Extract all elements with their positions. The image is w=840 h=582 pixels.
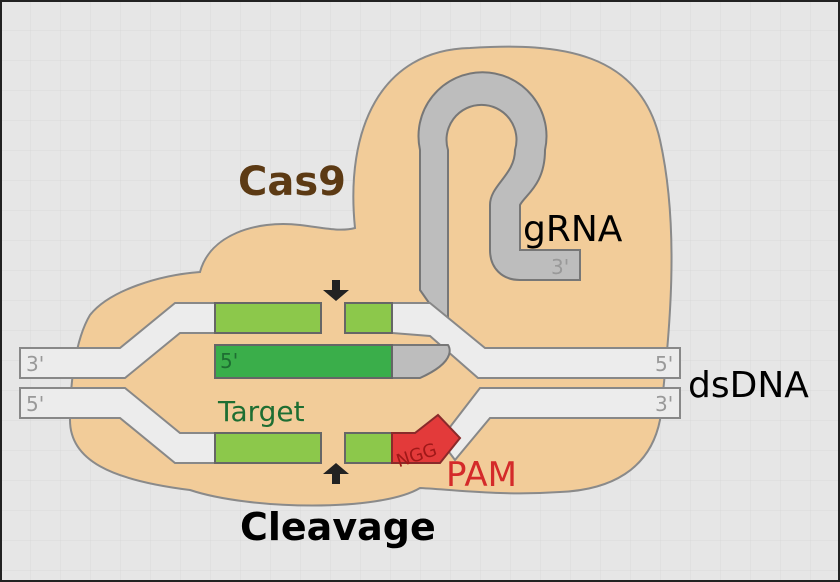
target-strand-bottom-right bbox=[344, 432, 393, 464]
target-strand-top-left bbox=[214, 302, 322, 334]
top-left-end-label: 3' bbox=[26, 352, 44, 376]
bottom-right-end-label: 3' bbox=[655, 392, 673, 416]
top-right-end-label: 5' bbox=[655, 352, 673, 376]
target-strand-bottom-left bbox=[214, 432, 322, 464]
grna-spacer bbox=[214, 344, 393, 379]
cas9-label: Cas9 bbox=[238, 159, 346, 205]
cleavage-arrow-top bbox=[323, 280, 349, 301]
grna-end-label: 3' bbox=[551, 255, 569, 279]
bottom-strand-right bbox=[438, 387, 681, 462]
target-strand-top-right bbox=[344, 302, 393, 334]
grna-label: gRNA bbox=[523, 209, 623, 250]
cleavage-label: Cleavage bbox=[240, 505, 436, 549]
pam-label: PAM bbox=[446, 455, 517, 495]
grna-hairpin bbox=[417, 71, 581, 334]
grna-spacer-tail bbox=[391, 344, 451, 379]
cleavage-arrow-bottom bbox=[323, 463, 349, 484]
bottom-left-end-label: 5' bbox=[26, 392, 44, 416]
target-label: Target bbox=[217, 395, 305, 428]
pam-box bbox=[391, 413, 462, 464]
top-strand-right bbox=[391, 302, 681, 379]
dsdna-label: dsDNA bbox=[688, 365, 809, 406]
grna-spacer-end-label: 5' bbox=[220, 349, 238, 373]
